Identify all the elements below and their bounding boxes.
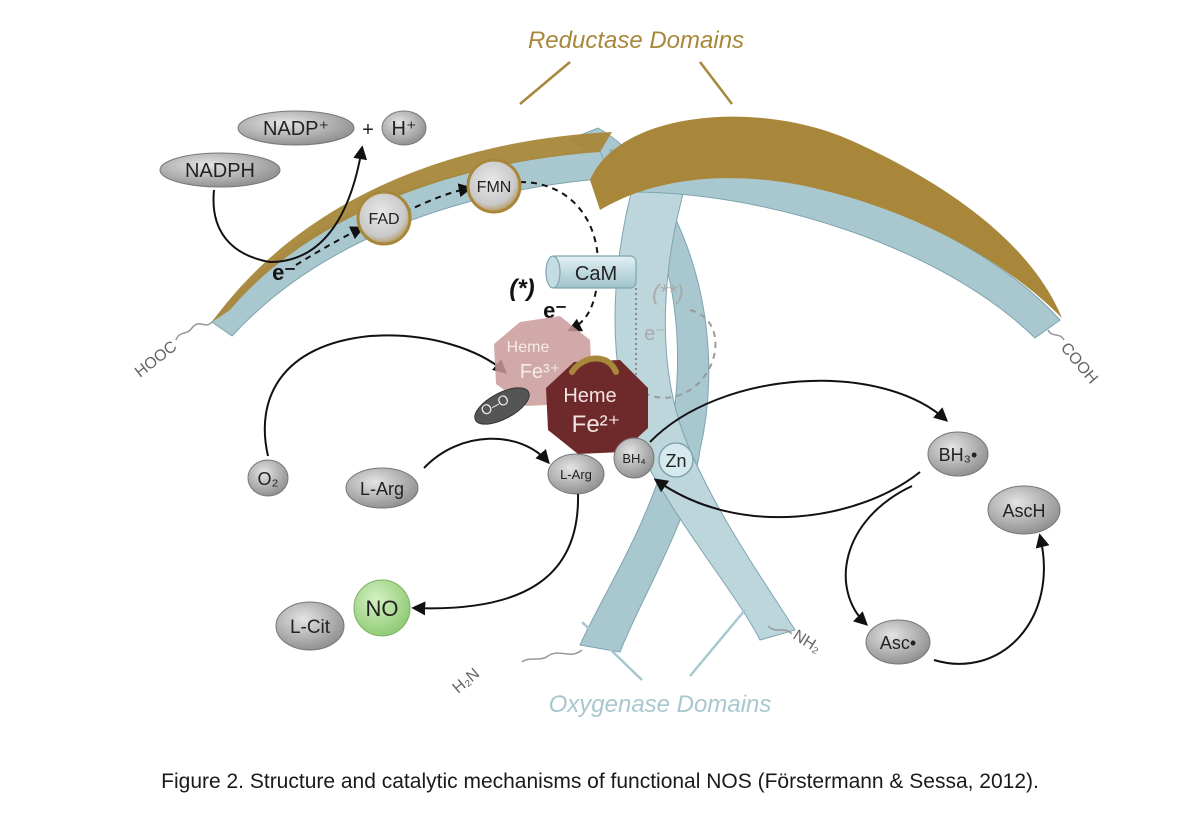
heme-fe2-node — [546, 360, 648, 454]
bh4-center-node — [613, 437, 655, 479]
star-annotation-1: (*) — [509, 275, 534, 302]
o2-label: O₂ — [258, 469, 279, 489]
hooc-squiggle — [175, 321, 213, 341]
o2-to-heme-arrow — [263, 334, 508, 457]
heme-transition-arrow — [569, 355, 619, 375]
bh4-to-bh3-arrow — [649, 379, 949, 443]
cooh-label: COOH — [1057, 340, 1101, 388]
nadph-node — [159, 152, 281, 188]
cam-node — [545, 255, 637, 289]
zn-node — [658, 442, 694, 478]
oxygenase-ribbon-right — [614, 159, 796, 641]
o2-node — [247, 459, 289, 497]
asch-label: AscH — [1002, 501, 1045, 521]
heme-fe2-heme-label: Heme — [563, 385, 616, 407]
fmn-label: FMN — [477, 179, 512, 196]
lcit-node — [275, 601, 345, 651]
reductase-ribbon-left-gold — [212, 132, 612, 322]
heme-fe3-heme-label: Heme — [507, 339, 550, 356]
lcit-label: L-Cit — [290, 617, 331, 638]
oxygenase-pointer-right — [689, 609, 746, 677]
fad-node — [356, 190, 412, 246]
fad-label: FAD — [368, 211, 399, 228]
electron-label-1: e⁻ — [272, 260, 296, 285]
larg-center-label: L-Arg — [560, 467, 592, 482]
nh2-label: NH₂ — [790, 627, 824, 657]
electron-label-2: e⁻ — [543, 298, 567, 323]
bh3-label: BH₃• — [939, 445, 978, 465]
no-label: NO — [366, 596, 399, 621]
nadph-to-electron-arrow — [212, 145, 368, 264]
fmn-node — [466, 158, 522, 214]
electron-path-fad — [295, 226, 365, 266]
bh3-to-bh4-arrow — [653, 471, 921, 519]
cam-label: CaM — [575, 263, 617, 285]
oxygenase-pointer-left — [581, 621, 643, 681]
cooh-squiggle — [1047, 329, 1065, 341]
star-annotation-2: (**) — [652, 280, 684, 305]
bh3-node — [927, 431, 989, 477]
plus-sign: + — [362, 119, 374, 141]
nadp-node — [237, 110, 355, 146]
bh4-center-label: BH₄ — [622, 451, 645, 466]
h2n-squiggle — [521, 649, 583, 663]
asc-label: Asc• — [880, 633, 916, 653]
reductase-ribbon-right-gold — [590, 116, 1062, 318]
larg-to-center-arrow — [423, 437, 550, 469]
larg-center-node — [547, 453, 605, 495]
figure-caption: Figure 2. Structure and catalytic mechan… — [161, 770, 1039, 793]
h-label: H⁺ — [392, 118, 417, 140]
larg-left-label: L-Arg — [360, 479, 404, 499]
heme-fe2-iron-label: Fe²⁺ — [572, 411, 621, 438]
reductase-pointer-right — [699, 61, 733, 105]
oxygenase-ribbon-left — [566, 127, 710, 653]
no-node — [353, 579, 411, 637]
nadph-label: NADPH — [185, 160, 255, 182]
h2n-label: H₂N — [450, 665, 483, 697]
reductase-pointer-left — [519, 61, 571, 105]
nh2-squiggle — [767, 625, 793, 635]
h-node — [381, 110, 427, 146]
nadp-label: NADP⁺ — [263, 118, 329, 140]
electron-path-fmn — [404, 183, 473, 213]
larg-to-no-arrow — [411, 493, 580, 616]
asch-node — [987, 485, 1061, 535]
oxygen-bound-node — [474, 387, 530, 425]
asc-node — [865, 619, 931, 665]
asc-to-asch-arrow — [933, 533, 1050, 665]
heme-fe3-iron-label: Fe³⁺ — [520, 361, 561, 383]
bh3-to-asc-arrow — [844, 485, 913, 626]
larg-left-node — [345, 467, 419, 509]
oxygenase-domains-label: Oxygenase Domains — [549, 691, 772, 718]
electron-label-3: e⁻ — [644, 323, 666, 345]
zn-label: Zn — [665, 451, 686, 471]
hooc-label: HOOC — [132, 338, 180, 381]
reductase-domains-label: Reductase Domains — [528, 27, 744, 54]
